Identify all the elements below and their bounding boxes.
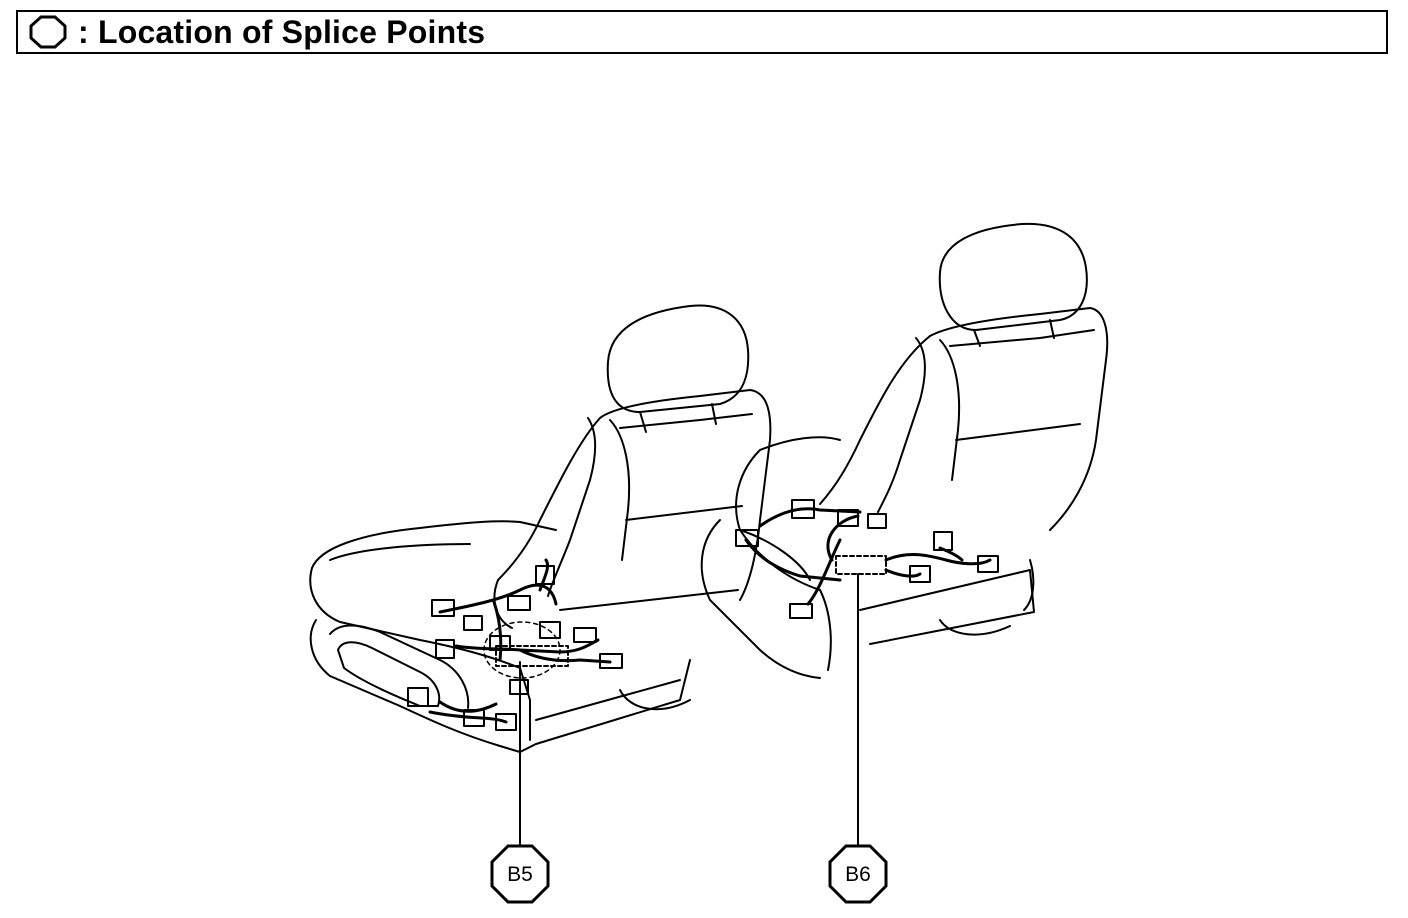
left-connectors [407, 565, 623, 731]
header-bar: : Location of Splice Points [16, 10, 1388, 54]
callout-b6: B6 [828, 844, 888, 904]
octagon-legend-icon [29, 15, 67, 49]
left-seat-drawing [309, 304, 772, 753]
page-title: : Location of Splice Points [78, 13, 486, 50]
left-harness [428, 558, 612, 724]
callout-b5-label: B5 [507, 863, 533, 886]
right-seat-drawing [700, 222, 1109, 679]
callout-b6-label: B6 [845, 863, 871, 886]
callout-b5: B5 [490, 844, 550, 904]
right-connectors [735, 499, 999, 619]
